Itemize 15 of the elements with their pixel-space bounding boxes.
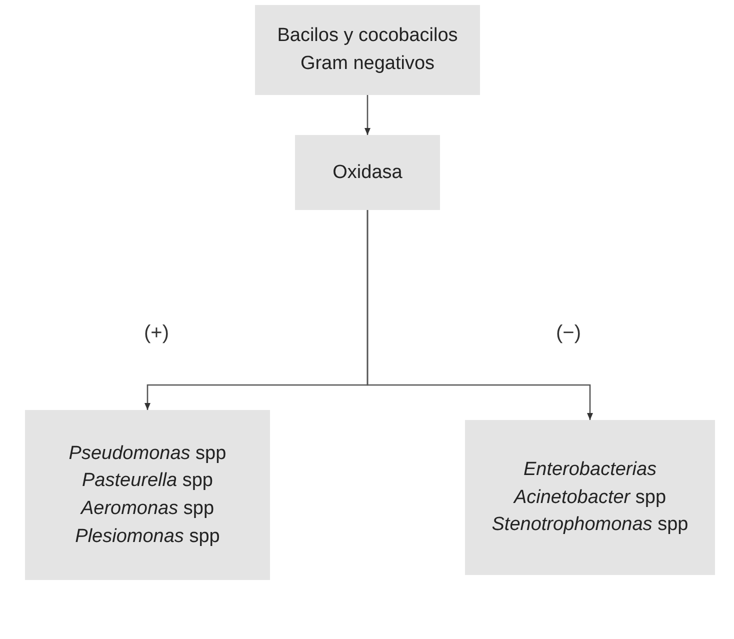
process-box	[25, 410, 270, 580]
process-box	[465, 420, 715, 575]
node-text: Pseudomonas spp	[68, 442, 226, 466]
node-text: Plesiomonas spp	[75, 524, 220, 549]
arrow	[366, 210, 593, 420]
node-text: Bacilos y cocobacilos Gram negativos	[276, 24, 459, 76]
arrow	[364, 95, 370, 135]
node-text: Oxidasa	[332, 160, 402, 185]
node-text: Aeromonas spp	[80, 497, 214, 521]
process-box	[255, 5, 480, 95]
node-text: Stenotrophomonas spp	[492, 513, 688, 538]
node-text: Enterobacterias	[523, 458, 657, 482]
node-text: Acinetobacter spp	[514, 486, 666, 510]
process-box	[295, 135, 440, 210]
node-text: Pasteurella spp	[82, 469, 213, 494]
